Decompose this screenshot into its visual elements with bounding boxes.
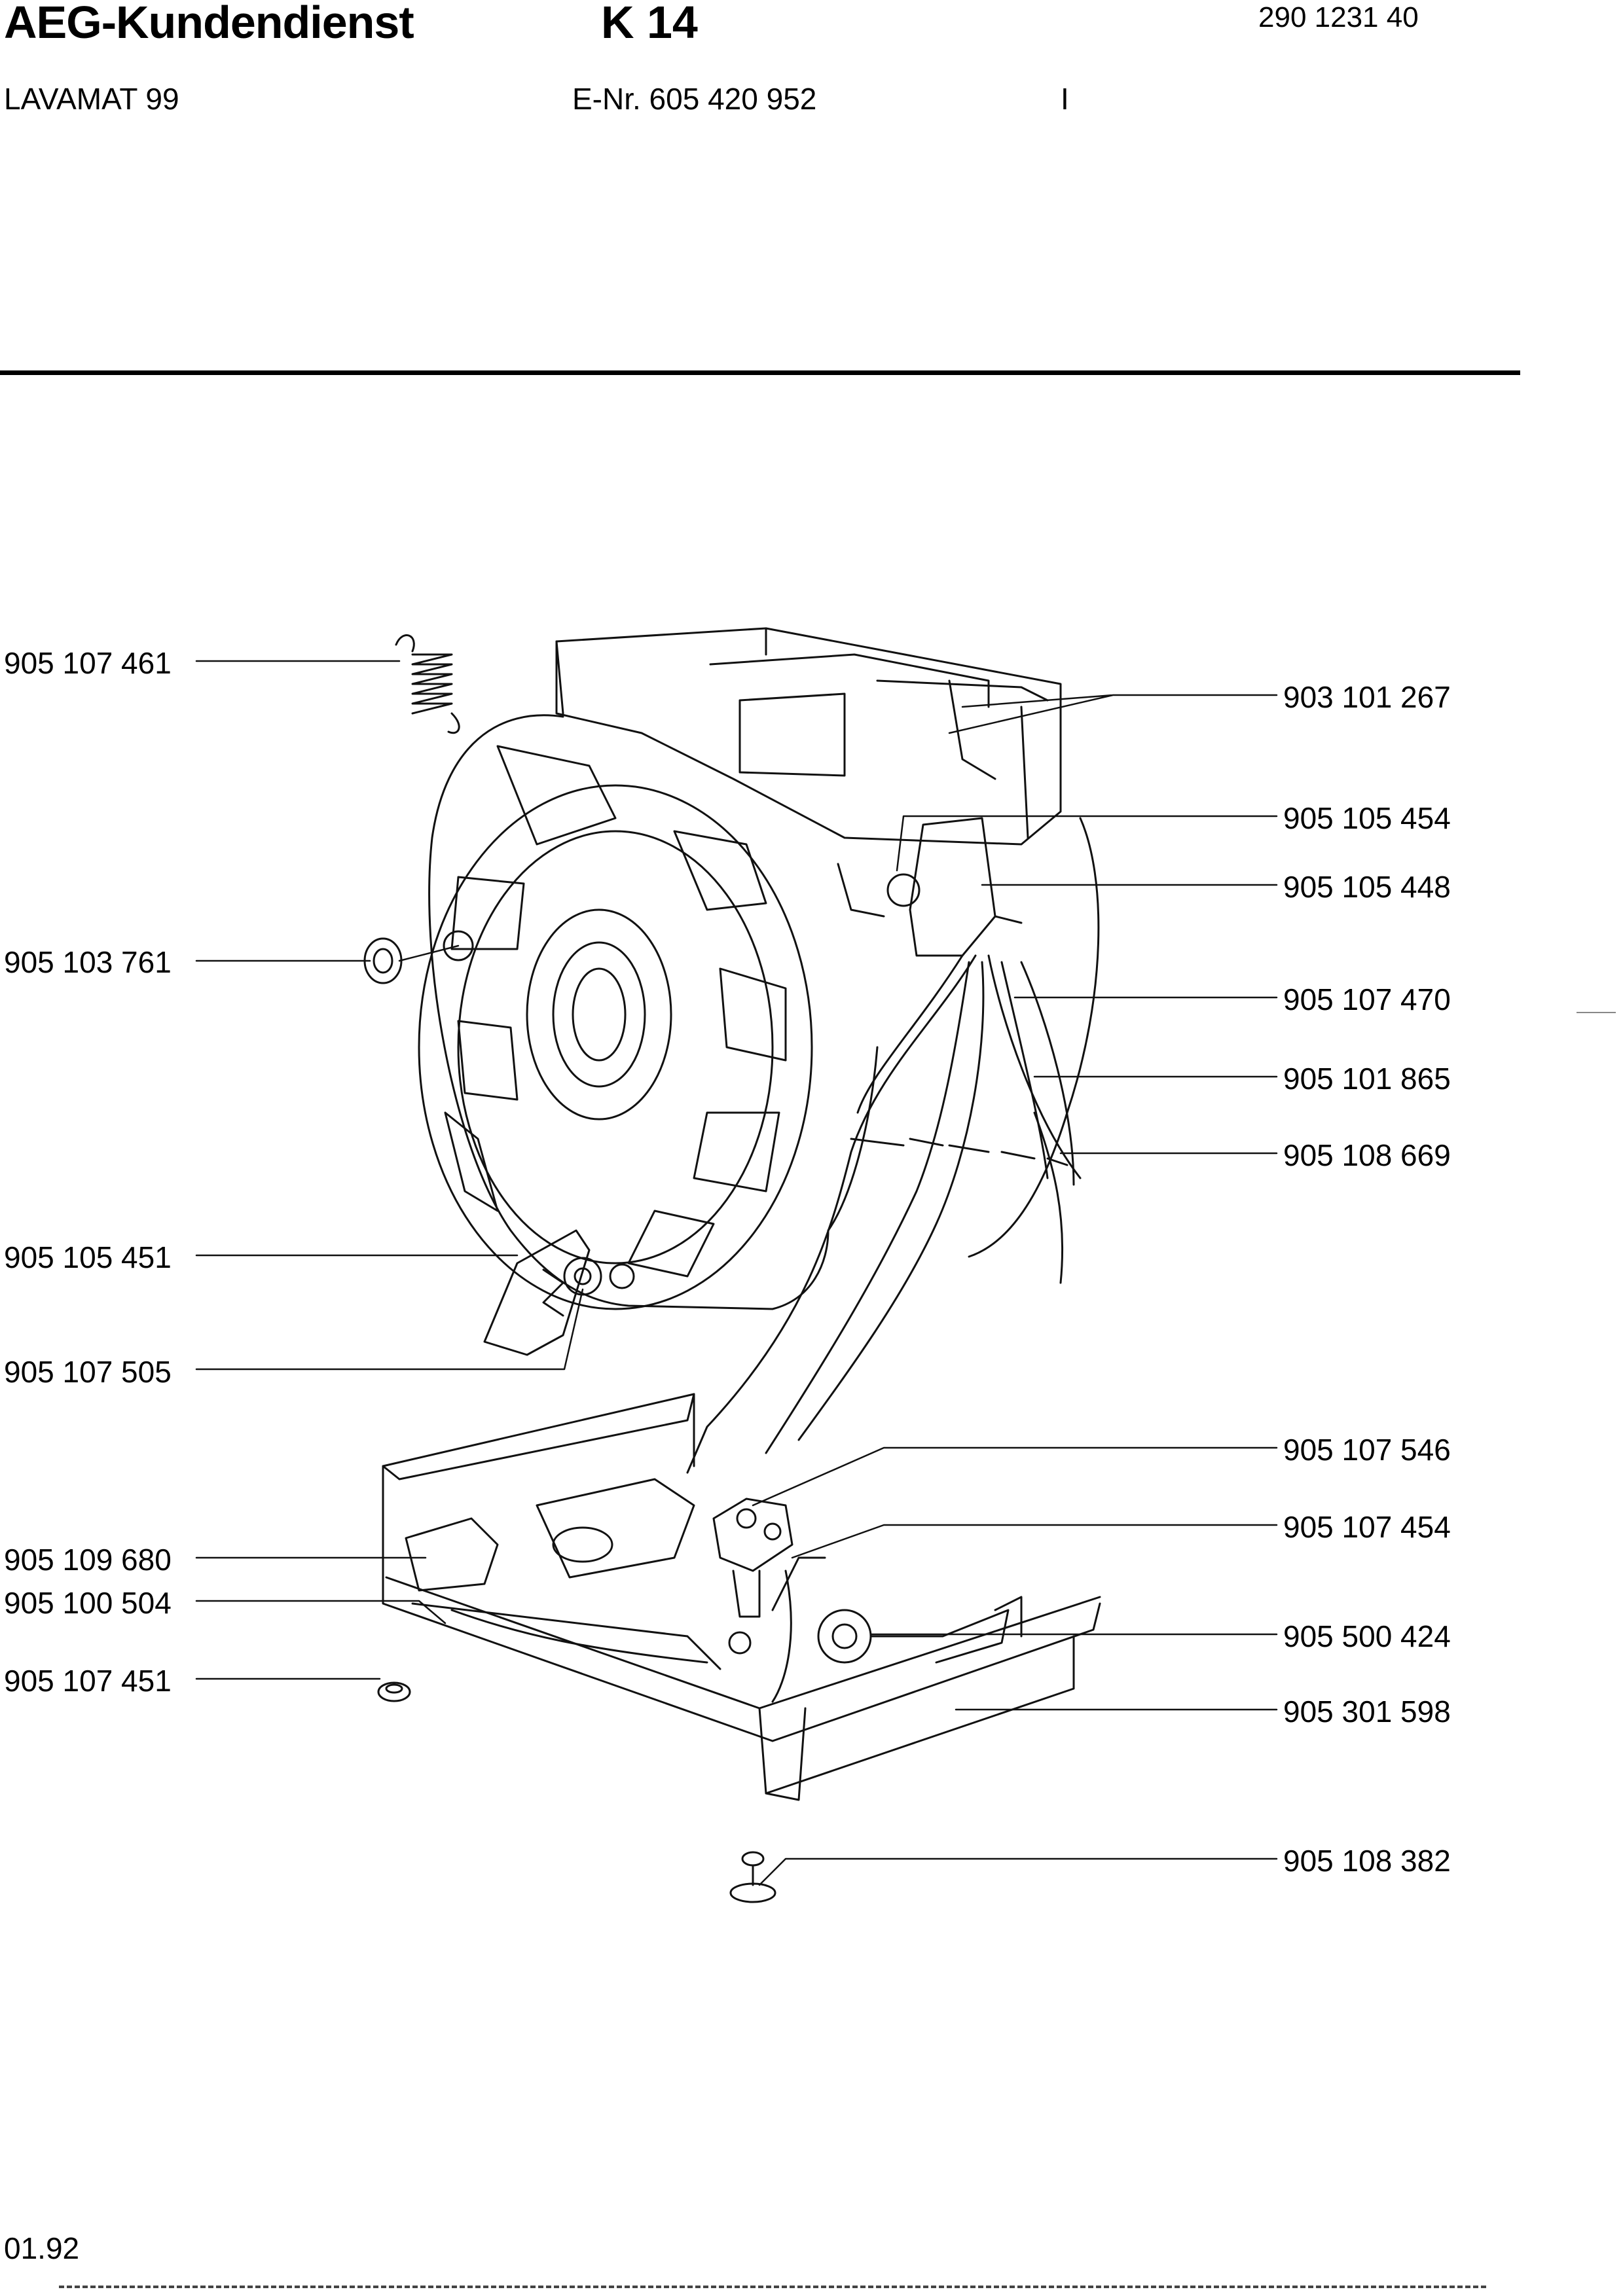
part-label: 905 100 504 — [4, 1586, 172, 1620]
part-label: 905 108 669 — [1283, 1138, 1451, 1172]
foot-part — [729, 1851, 776, 1903]
part-label: 905 105 451 — [4, 1240, 172, 1274]
part-label: 905 301 598 — [1283, 1695, 1451, 1729]
part-label: 905 107 470 — [1283, 982, 1451, 1016]
part-label: 905 107 505 — [4, 1355, 172, 1389]
margin-mark — [1577, 1012, 1616, 1013]
part-label: 905 108 382 — [1283, 1844, 1451, 1878]
part-label: 905 107 546 — [1283, 1433, 1451, 1467]
part-label: 905 101 865 — [1283, 1062, 1451, 1096]
pump-assembly — [712, 1498, 793, 1618]
top-housing — [555, 627, 1062, 846]
model-name: LAVAMAT 99 — [4, 82, 179, 116]
part-label: 905 107 451 — [4, 1664, 172, 1698]
part-label: 905 109 680 — [4, 1543, 172, 1577]
spring-part — [395, 634, 460, 734]
bracket-part — [483, 1229, 602, 1356]
tub-rear-panel — [418, 714, 1100, 1310]
part-label: 903 101 267 — [1283, 680, 1451, 714]
brand-title: AEG-Kundendienst — [4, 0, 414, 48]
header-rule — [0, 370, 1520, 375]
base-tray — [382, 1393, 1101, 1801]
part-label: 905 107 454 — [1283, 1510, 1451, 1544]
leader-lines-right — [752, 694, 1278, 1886]
part-label: 905 105 448 — [1283, 870, 1451, 904]
e-number: E-Nr. 605 420 952 — [572, 82, 817, 116]
washer-part — [377, 1681, 411, 1702]
document-number: 290 1231 40 — [1258, 1, 1419, 33]
leader-lines-left — [195, 660, 584, 1680]
footer-rule — [59, 2286, 1486, 2288]
part-label: 905 500 424 — [1283, 1619, 1451, 1653]
part-label: 905 105 454 — [1283, 801, 1451, 835]
sheet-number: K 14 — [601, 0, 698, 48]
part-label: 905 107 461 — [4, 646, 172, 680]
issue-date: 01.92 — [4, 2231, 80, 2265]
part-label: 905 103 761 — [4, 945, 172, 979]
revision-mark: I — [1061, 82, 1069, 116]
